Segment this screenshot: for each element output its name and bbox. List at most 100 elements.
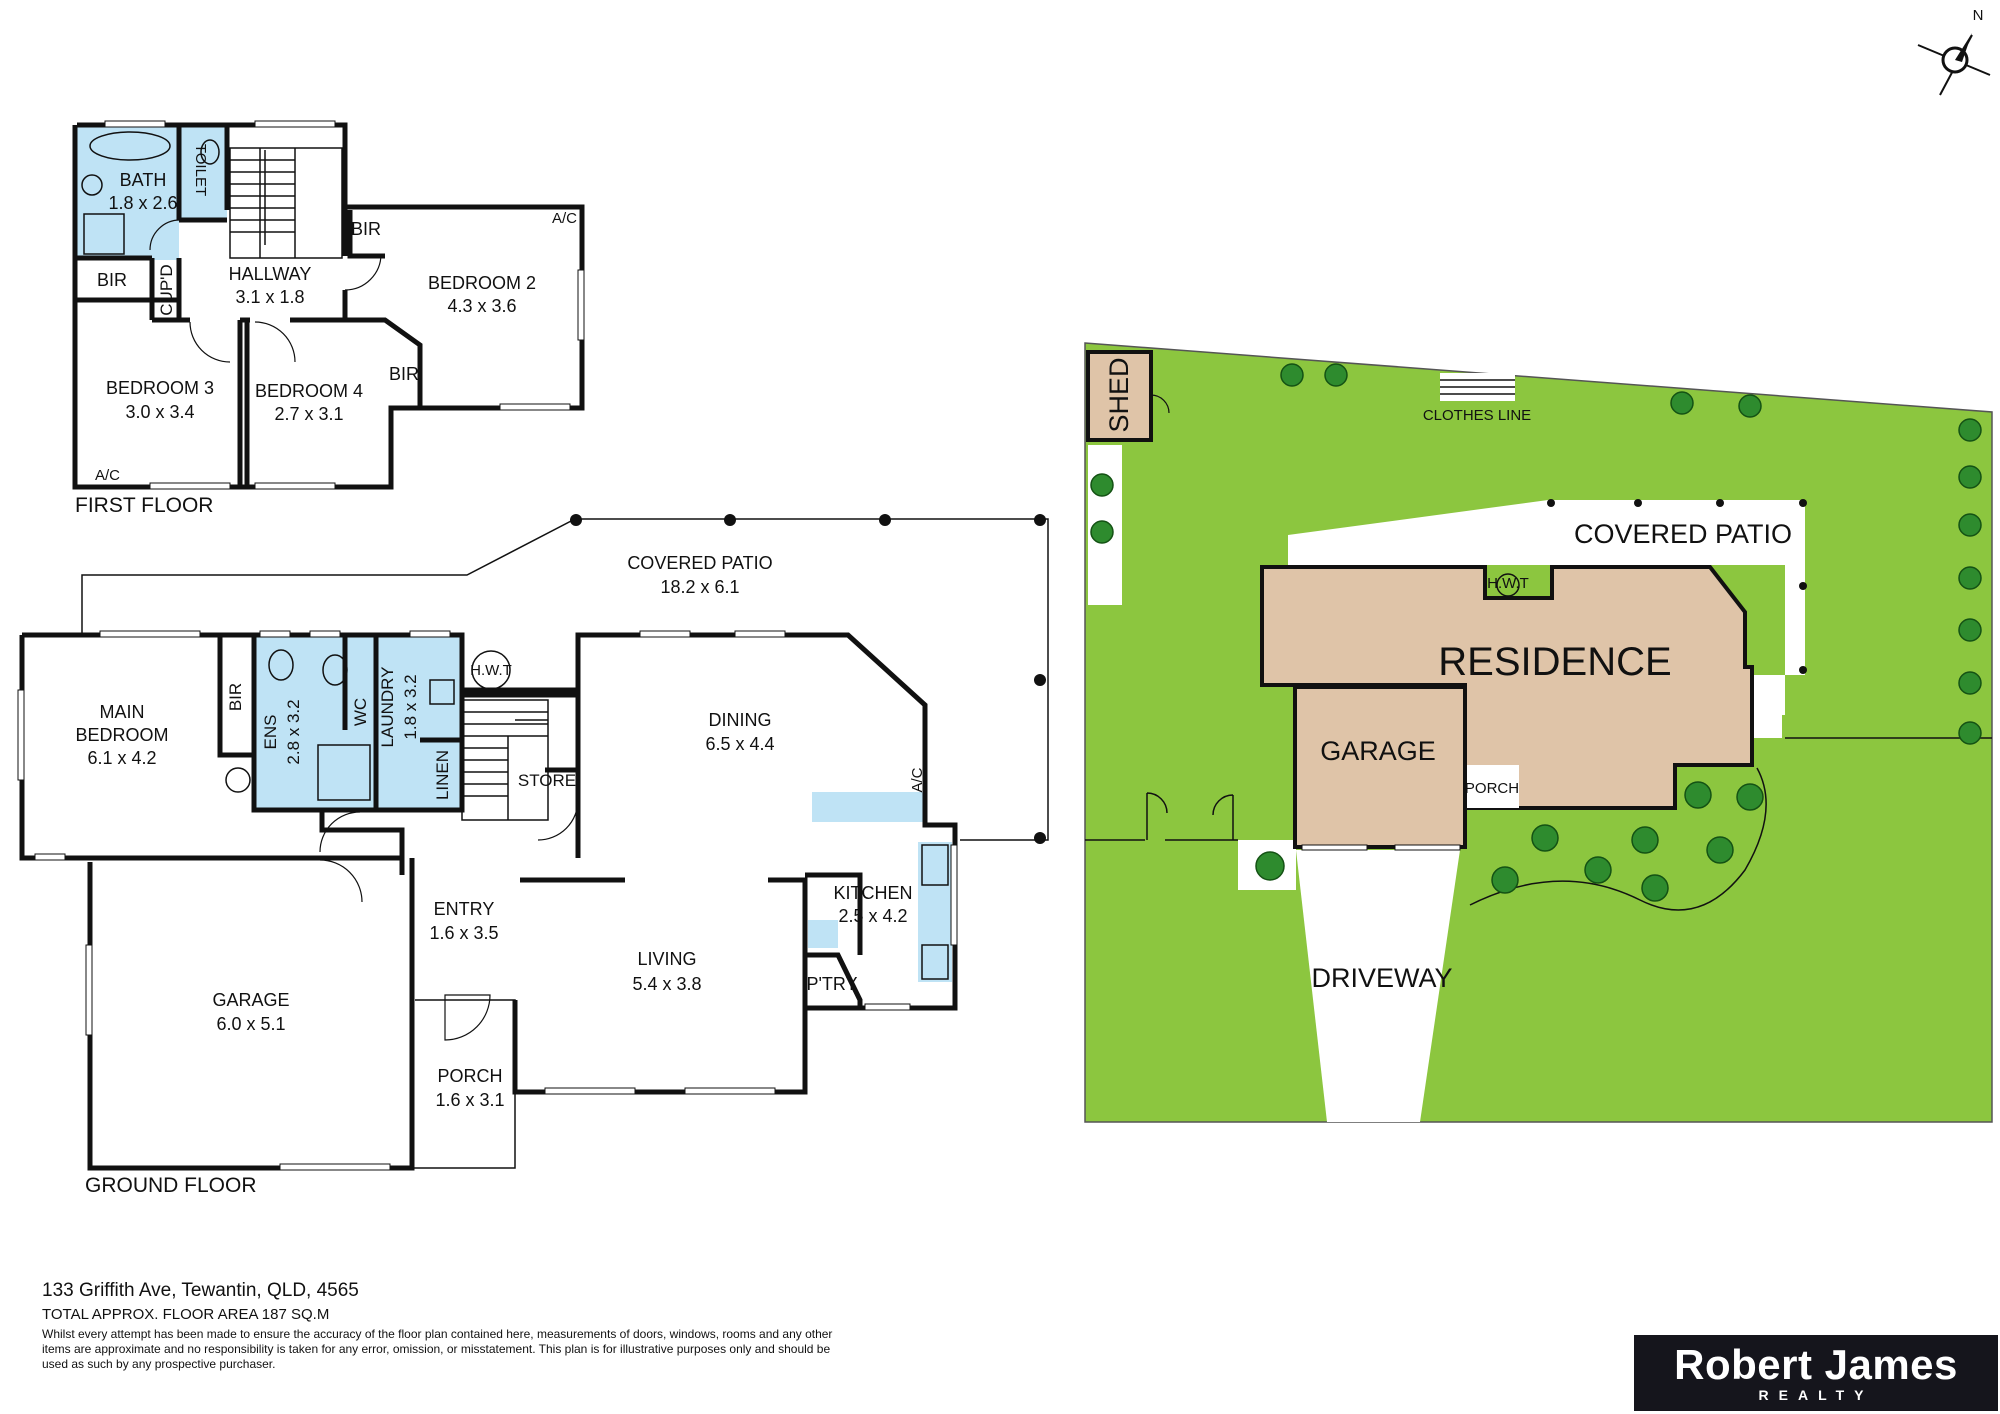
entry-size: 1.6 x 3.5	[429, 923, 498, 943]
kitchen-size: 2.5 x 4.2	[838, 906, 907, 926]
laundry-size: 1.8 x 3.2	[401, 674, 420, 739]
site-porch	[1467, 765, 1519, 808]
ac-label-bedroom2: A/C	[552, 210, 577, 227]
bath-label: BATH	[120, 170, 167, 190]
store-label: STORE	[518, 771, 576, 790]
hallway-label: HALLWAY	[229, 264, 312, 284]
site-driveway	[1296, 850, 1460, 1122]
shower	[83, 213, 125, 255]
ens-label: ENS	[261, 715, 280, 750]
bath-wet-area	[77, 125, 179, 260]
patio-posts	[570, 514, 1046, 844]
ensuite-toilet	[268, 649, 294, 681]
bir-left-label: BIR	[97, 270, 127, 290]
linen-label: LINEN	[433, 750, 452, 800]
site-garage-door-2	[1394, 844, 1461, 851]
site-hwt-label: H.W.T	[1487, 575, 1529, 592]
ground-floor-stairs	[461, 699, 549, 821]
site-patio-posts	[1547, 499, 1807, 674]
bedroom2-label: BEDROOM 2	[428, 273, 536, 293]
kitchen-counter	[918, 842, 952, 982]
property-address: 133 Griffith Ave, Tewantin, QLD, 4565	[42, 1280, 359, 1301]
first-floor-plan: BATH 1.8 x 2.6 TOILET HALLWAY 3.1 x 1.8 …	[72, 120, 585, 517]
shed-door	[1150, 394, 1170, 414]
site-trees	[1090, 363, 1982, 902]
porch-outline	[412, 999, 516, 1169]
dining-size: 6.5 x 4.4	[705, 734, 774, 754]
site-residence-label: RESIDENCE	[1438, 640, 1671, 684]
kitchen-bench	[812, 792, 924, 822]
hallway-size: 3.1 x 1.8	[235, 287, 304, 307]
laundry-label: LAUNDRY	[378, 667, 397, 748]
bedroom4-label: BEDROOM 4	[255, 381, 363, 401]
bedroom2-size: 4.3 x 3.6	[447, 296, 516, 316]
compass-north-label: N	[1973, 7, 1984, 24]
site-driveway-label: DRIVEWAY	[1311, 963, 1452, 993]
living-size: 5.4 x 3.8	[632, 974, 701, 994]
toilet-wet-area	[181, 125, 227, 220]
site-garage	[1293, 685, 1467, 849]
ensuite-basin	[225, 767, 251, 793]
ground-floor-plan: COVERED PATIO 18.2 x 6.1 MAIN BEDROOM 6.…	[17, 514, 1049, 1197]
site-clothes-line-label: CLOTHES LINE	[1423, 407, 1531, 424]
first-floor-label: FIRST FLOOR	[75, 494, 213, 517]
site-plan: SHED CLOTHES LINE COVERED PATIO H.W.T RE…	[1084, 7, 1993, 1123]
bir-label: BIR	[226, 683, 245, 711]
bir-bed4-label: BIR	[389, 364, 419, 384]
site-hwt-tank	[1496, 573, 1520, 597]
ensuite-shower	[317, 744, 371, 801]
covered-patio-outline	[81, 518, 1049, 841]
site-porch-label: PORCH	[1465, 780, 1519, 797]
kitchen-sink	[921, 844, 949, 886]
ens-size: 2.8 x 3.2	[284, 699, 303, 764]
dining-label: DINING	[709, 710, 772, 730]
compass-icon: N	[1917, 7, 1991, 96]
footer: 133 Griffith Ave, Tewantin, QLD, 4565 TO…	[42, 1280, 842, 1372]
porch-label: PORCH	[437, 1066, 502, 1086]
entry-label: ENTRY	[434, 899, 495, 919]
site-garage-door-1	[1301, 844, 1368, 851]
ground-floor-label: GROUND FLOOR	[85, 1174, 257, 1197]
cupd-label: CUP'D	[157, 264, 176, 315]
first-floor-stairs	[229, 147, 343, 259]
wc-toilet	[322, 654, 348, 686]
bedroom4-size: 2.7 x 3.1	[274, 404, 343, 424]
site-covered-patio	[1288, 500, 1805, 738]
site-shed-label: SHED	[1104, 357, 1134, 432]
bedroom3-label: BEDROOM 3	[106, 378, 214, 398]
bedroom3-size: 3.0 x 3.4	[125, 402, 194, 422]
kitchen-cooktop	[921, 944, 949, 980]
ac-label-bedroom3: A/C	[95, 467, 120, 484]
first-floor-interior-walls	[77, 125, 423, 487]
basin	[81, 174, 103, 196]
total-floor-area: TOTAL APPROX. FLOOR AREA 187 SQ.M	[42, 1306, 330, 1323]
toilet-label: TOILET	[192, 144, 209, 196]
site-shed	[1086, 350, 1153, 442]
main-bedroom-label: MAIN	[100, 702, 145, 722]
logo-sub: REALTY	[1758, 1387, 1874, 1403]
first-floor-doors	[149, 219, 382, 363]
main-bedroom-label-2: BEDROOM	[75, 725, 168, 745]
covered-patio-label: COVERED PATIO	[627, 553, 772, 573]
covered-patio-size: 18.2 x 6.1	[660, 577, 739, 597]
first-floor-windows	[104, 120, 585, 490]
laundry-wet-area	[376, 635, 462, 810]
garage-size: 6.0 x 5.1	[216, 1014, 285, 1034]
main-bedroom-size: 6.1 x 4.2	[87, 748, 156, 768]
laundry-tub	[429, 679, 455, 705]
toilet-bowl	[200, 139, 220, 165]
pantry-shelf	[808, 920, 838, 948]
hwt-label: H.W.T	[470, 662, 512, 679]
hwt-tank	[471, 650, 511, 690]
ac-label-dining: A/C	[909, 767, 926, 792]
ensuite-wet-area	[254, 635, 376, 810]
bathtub	[89, 131, 171, 161]
pantry-label: P'TRY	[806, 974, 857, 994]
site-fences	[1085, 737, 1992, 911]
porch-size: 1.6 x 3.1	[435, 1090, 504, 1110]
clothes-line	[1440, 373, 1515, 401]
bath-size: 1.8 x 2.6	[108, 193, 177, 213]
logo-brand: Robert James	[1674, 1341, 1958, 1388]
ground-floor-doors	[319, 799, 579, 1041]
ground-floor-interior-walls	[217, 635, 863, 1092]
